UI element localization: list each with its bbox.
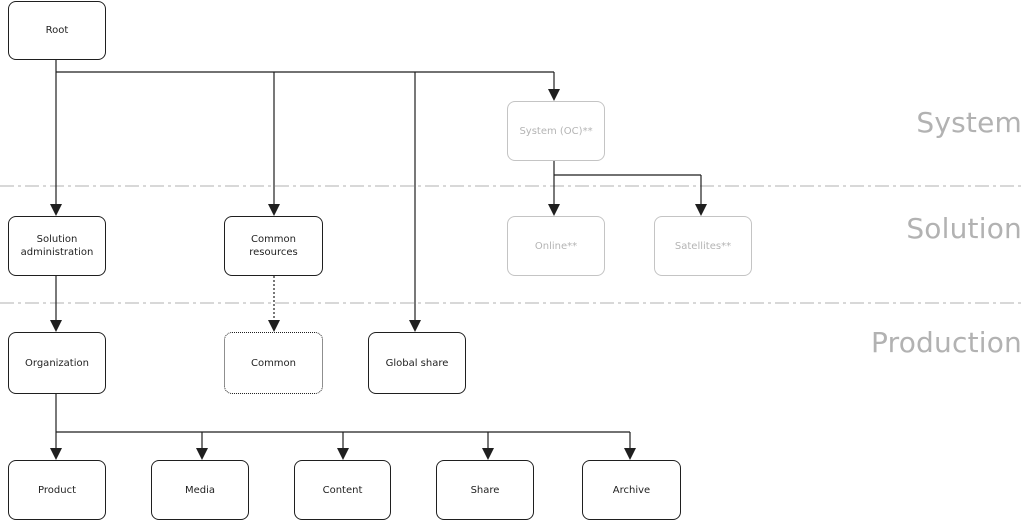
arrowhead-global-share — [409, 320, 421, 332]
layer-label-production: Production — [871, 326, 1022, 359]
node-satellites: Satellites** — [654, 216, 752, 276]
arrowhead-share — [482, 448, 494, 460]
arrowhead-product — [50, 448, 62, 460]
node-online: Online** — [507, 216, 605, 276]
arrowhead-archive — [624, 448, 636, 460]
arrowhead-common-resources — [268, 204, 280, 216]
node-archive: Archive — [582, 460, 681, 520]
node-product: Product — [8, 460, 106, 520]
node-organization: Organization — [8, 332, 106, 394]
arrowhead-common — [268, 320, 280, 332]
arrowhead-organization — [50, 320, 62, 332]
node-global-share: Global share — [368, 332, 466, 394]
node-system-oc: System (OC)** — [507, 101, 605, 161]
node-solution-administration: Solution administration — [8, 216, 106, 276]
node-share: Share — [436, 460, 534, 520]
node-content: Content — [294, 460, 391, 520]
arrowhead-media — [196, 448, 208, 460]
arrowhead-solution-admin — [50, 204, 62, 216]
arrowhead-satellites — [695, 204, 707, 216]
node-common: Common — [224, 332, 323, 394]
node-root: Root — [8, 1, 106, 60]
node-common-resources: Common resources — [224, 216, 323, 276]
node-media: Media — [151, 460, 249, 520]
layer-label-solution: Solution — [906, 212, 1022, 245]
arrowhead-system-oc — [548, 89, 560, 101]
arrowhead-online — [548, 204, 560, 216]
layer-label-system: System — [916, 106, 1022, 139]
arrowhead-content — [337, 448, 349, 460]
